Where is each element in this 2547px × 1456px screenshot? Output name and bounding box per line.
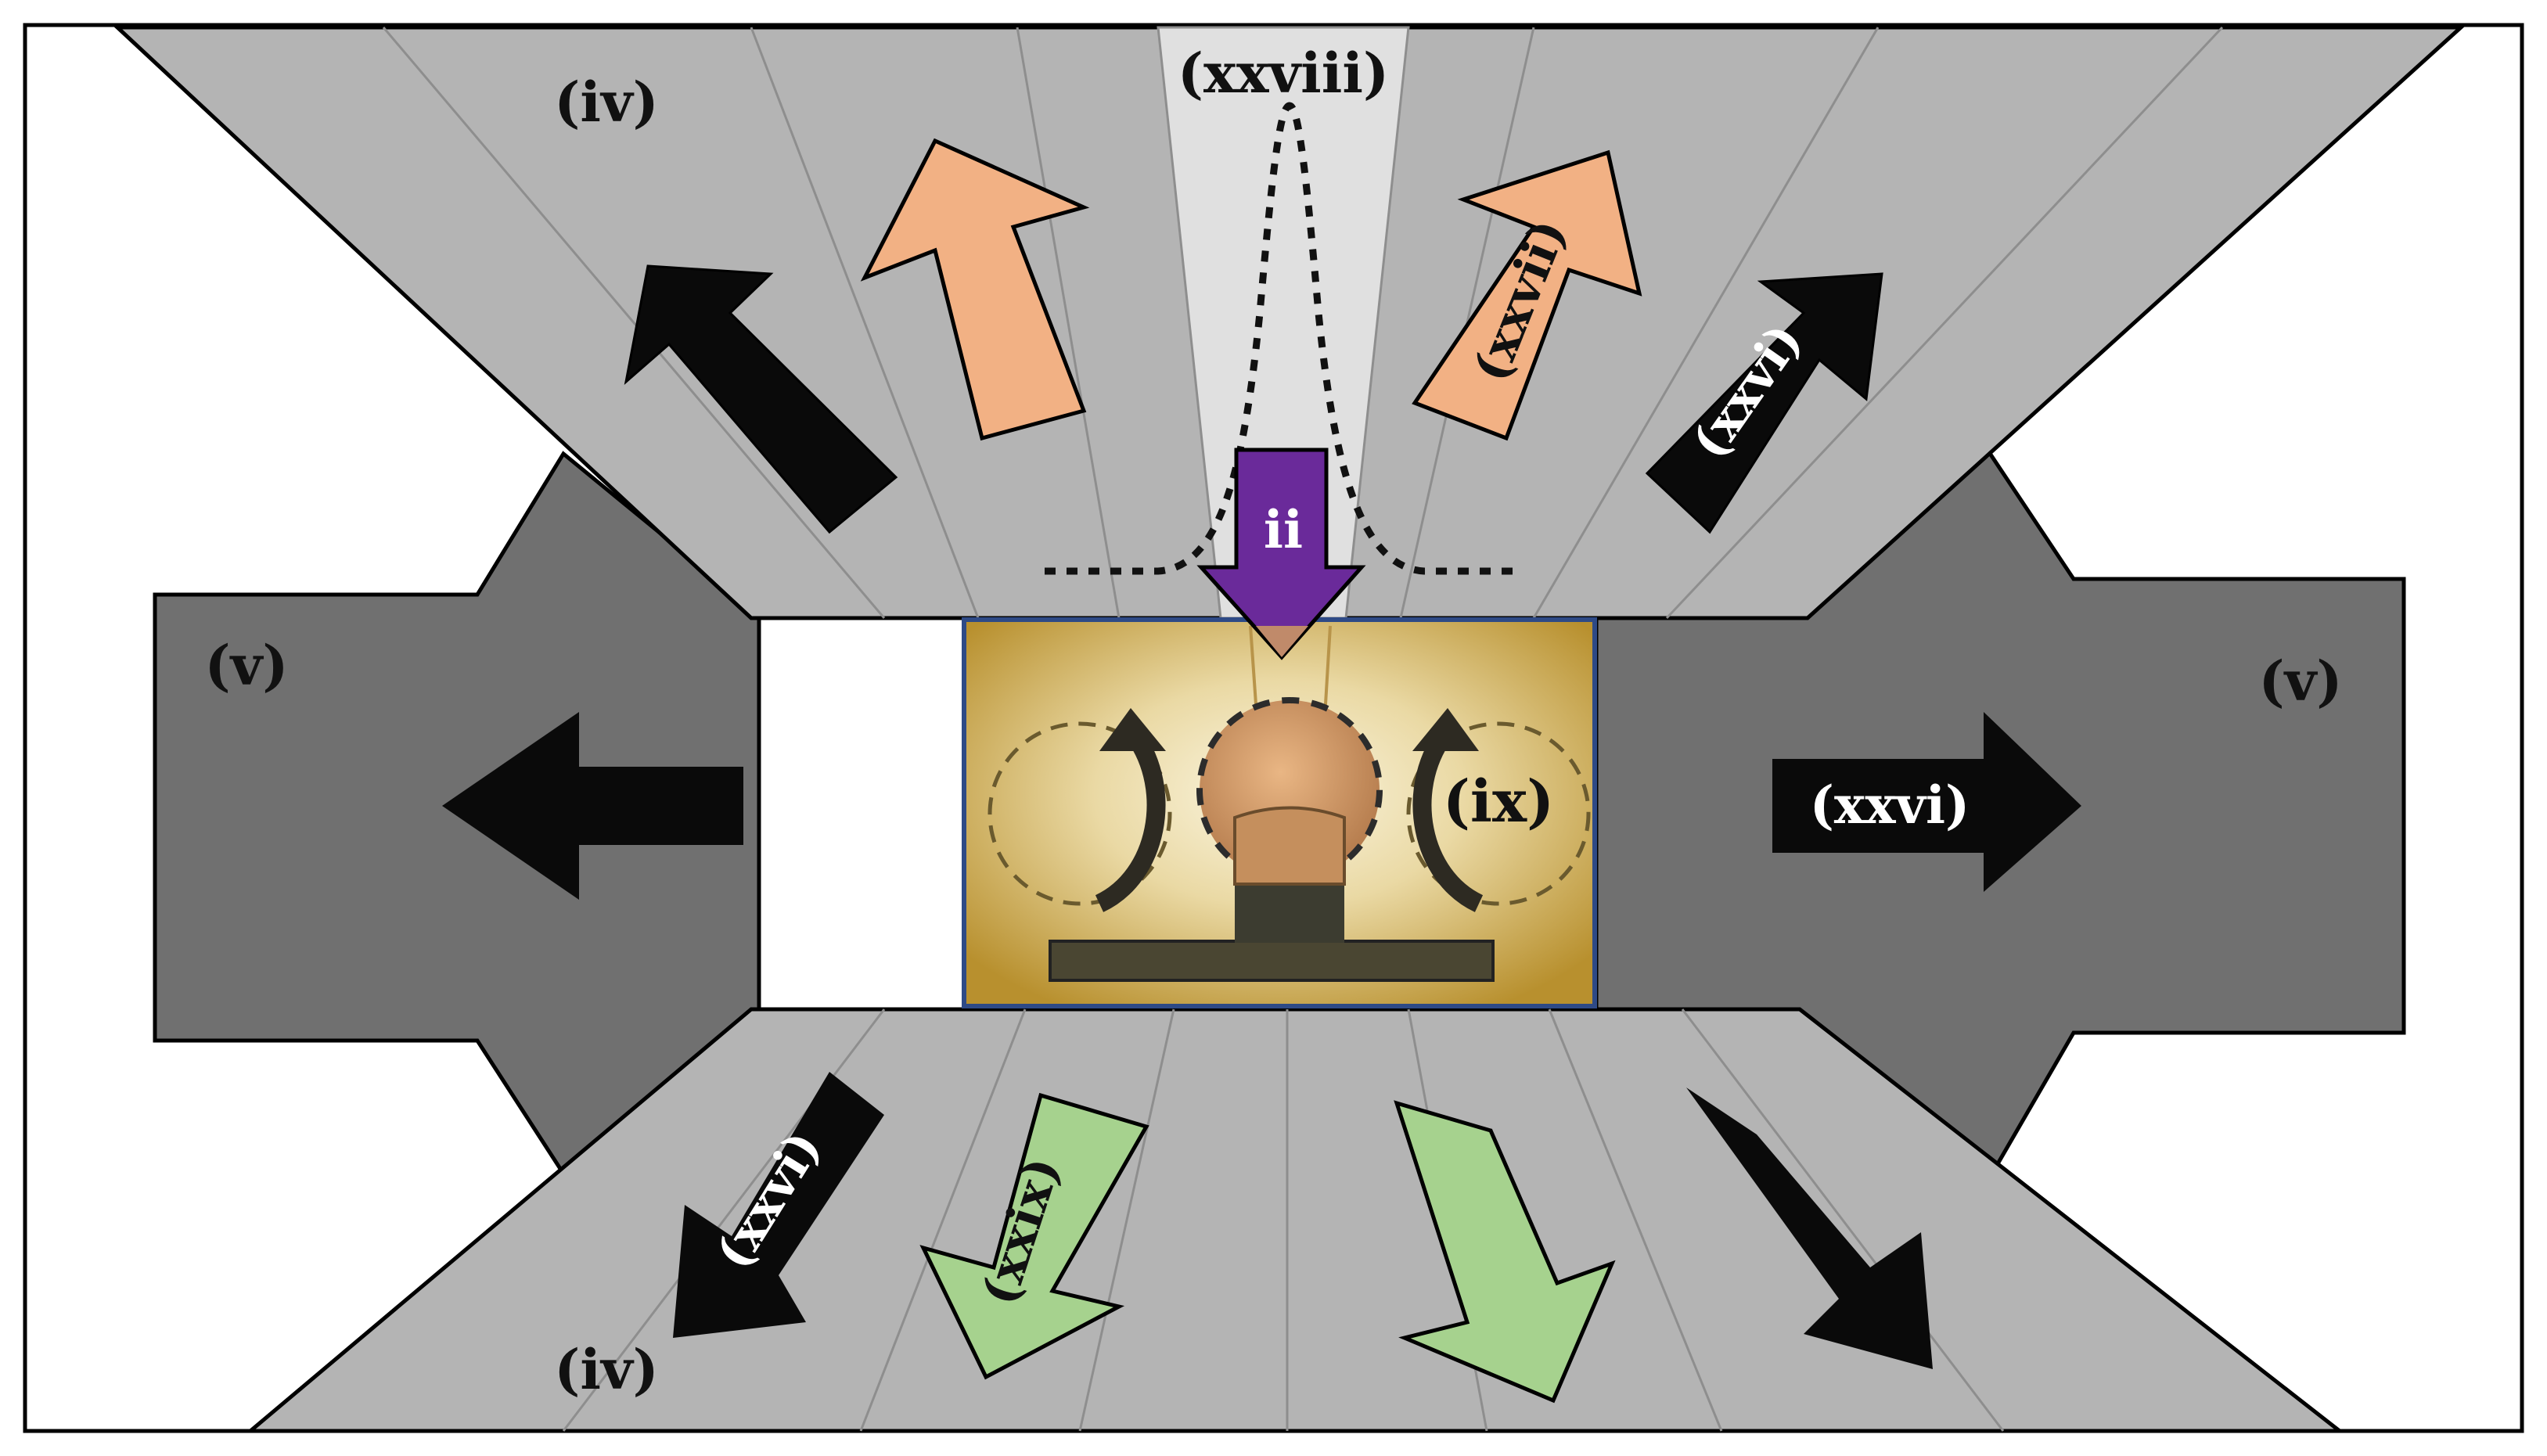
left-dashed-circle xyxy=(988,721,1172,906)
left-rotation-arrow-icon xyxy=(1095,730,1166,912)
label-peak: (xxviii) xyxy=(1178,41,1389,106)
label-purple-arrow: ii xyxy=(1264,499,1303,560)
green-arrow-lower-left xyxy=(919,1092,1149,1380)
black-arrow-right xyxy=(1772,712,2081,892)
black-arrow-upper-right xyxy=(1645,272,1883,534)
label-chamber: (ix) xyxy=(1443,768,1554,836)
right-rotation-arrow-icon xyxy=(1412,730,1484,912)
orange-arrow-upper-right xyxy=(1412,149,1642,441)
purple-down-arrow xyxy=(1196,448,1366,660)
label-black-right-arrow: (xxvi) xyxy=(1810,775,1970,836)
label-v-right: (v) xyxy=(2259,649,2343,714)
label-v-left: (v) xyxy=(205,633,289,698)
label-iv-top: (iv) xyxy=(554,70,659,135)
right-dashed-circle xyxy=(1406,721,1591,906)
label-iv-bottom: (iv) xyxy=(554,1337,659,1402)
droplet-core xyxy=(1233,806,1346,886)
black-arrow-upper-left xyxy=(624,264,898,534)
black-arrow-left xyxy=(442,712,743,900)
peak-curve-icon xyxy=(1045,102,1518,575)
orange-arrow-upper-left xyxy=(860,138,1090,441)
top-streamlines xyxy=(382,26,2224,620)
purple-arrow-tip xyxy=(1256,626,1308,657)
substrate-plate xyxy=(1049,940,1495,982)
black-arrow-lower-right xyxy=(1686,1088,1933,1369)
right-rotation-arrowhead-icon xyxy=(1412,708,1479,751)
left-rotation-arrowhead-icon xyxy=(1099,708,1166,751)
black-arrow-lower-left xyxy=(673,1072,884,1338)
green-arrow-lower-right xyxy=(1394,1100,1616,1404)
